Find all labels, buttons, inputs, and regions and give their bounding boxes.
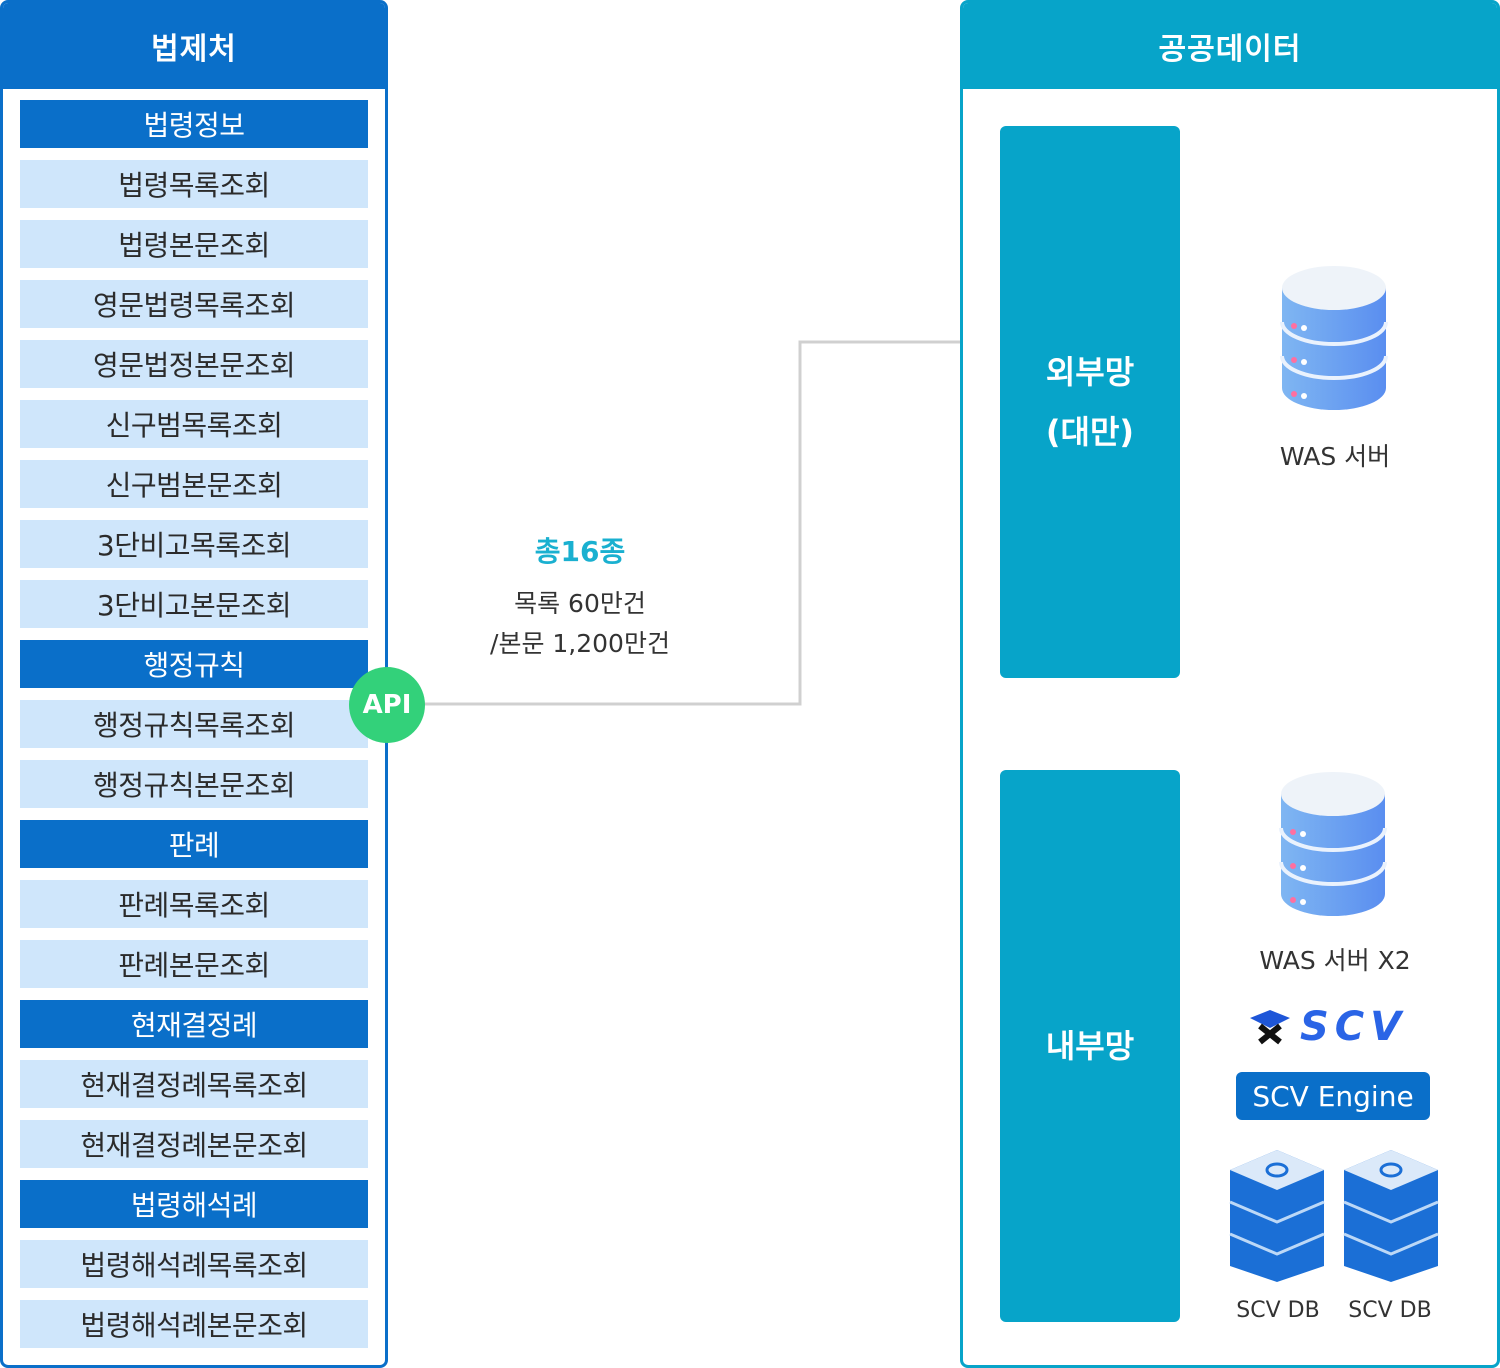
- api-item: 행정규칙본문조회: [20, 760, 368, 808]
- internal-network-zone: 내부망: [1000, 770, 1180, 1322]
- body-count: /본문 1,200만건: [490, 629, 670, 658]
- api-connection-line: [388, 340, 1000, 706]
- scv-logo-text: SCV: [1300, 1004, 1408, 1050]
- internal-zone-label: 내부망: [1045, 1027, 1135, 1065]
- api-item: 3단비고본문조회: [20, 580, 368, 628]
- scv-db-icon: [1343, 1150, 1439, 1282]
- api-item: 현재결정례본문조회: [20, 1120, 368, 1168]
- scv-logo-icon: [1250, 1010, 1290, 1045]
- external-zone-label: 외부망: [1045, 353, 1135, 391]
- was-server-x2-label: WAS 서버 X2: [1259, 946, 1411, 975]
- source-title: 법제처: [3, 3, 385, 89]
- api-item: 신구범본문조회: [20, 460, 368, 508]
- category-header: 판례: [20, 820, 368, 868]
- scv-db-label-1: SCV DB: [1236, 1298, 1320, 1323]
- api-item: 판례목록조회: [20, 880, 368, 928]
- target-title: 공공데이터: [963, 3, 1497, 89]
- category-header: 법령해석례: [20, 1180, 368, 1228]
- api-item: 현재결정례목록조회: [20, 1060, 368, 1108]
- total-count: 총16종: [534, 535, 626, 568]
- api-item: 3단비고목록조회: [20, 520, 368, 568]
- category-header: 현재결정례: [20, 1000, 368, 1048]
- api-item: 법령해석례본문조회: [20, 1300, 368, 1348]
- api-item: 행정규칙목록조회: [20, 700, 368, 748]
- scv-db-icon: [1229, 1150, 1325, 1282]
- was-server-label: WAS 서버: [1279, 442, 1391, 471]
- category-header: 행정규칙: [20, 640, 368, 688]
- api-item: 법령목록조회: [20, 160, 368, 208]
- was-server-icon: [1280, 266, 1388, 410]
- api-item: 영문법령목록조회: [20, 280, 368, 328]
- category-header: 법령정보: [20, 100, 368, 148]
- target-panel: 공공데이터 외부망 (대만) 내부망: [960, 0, 1500, 1368]
- api-item: 법령본문조회: [20, 220, 368, 268]
- api-item: 영문법정본문조회: [20, 340, 368, 388]
- api-badge: API: [349, 667, 425, 743]
- api-item: 법령해석례목록조회: [20, 1240, 368, 1288]
- was-server-x2-icon: [1279, 772, 1387, 916]
- scv-db-label-2: SCV DB: [1348, 1298, 1432, 1323]
- external-network-zone: 외부망 (대만): [1000, 126, 1180, 678]
- api-item: 판례본문조회: [20, 940, 368, 988]
- api-item: 신구범목록조회: [20, 400, 368, 448]
- scv-engine-box: SCV Engine: [1236, 1072, 1430, 1120]
- external-zone-sublabel: (대만): [1045, 413, 1135, 451]
- list-count: 목록 60만건: [514, 589, 646, 618]
